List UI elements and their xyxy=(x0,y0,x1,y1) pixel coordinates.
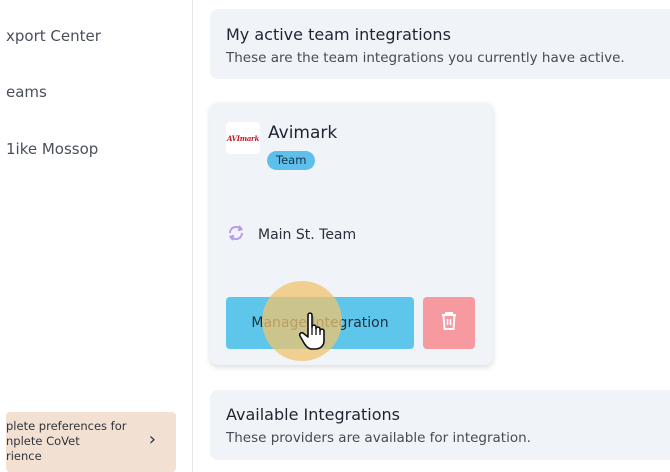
section-subtitle: These providers are available for integr… xyxy=(226,430,531,446)
banner-text-line-2: nplete CoVet xyxy=(6,434,80,448)
sidebar-item-label: 1ike Mossop xyxy=(6,140,99,158)
banner-text-line-3: rience xyxy=(6,449,42,463)
section-title: Available Integrations xyxy=(226,405,401,424)
trash-icon xyxy=(440,311,458,335)
click-highlight xyxy=(262,281,342,361)
pointer-hand-icon xyxy=(298,311,328,355)
main-content: My active team integrations These are th… xyxy=(194,0,670,472)
section-subtitle: These are the team integrations you curr… xyxy=(226,50,625,66)
sidebar-item-label: eams xyxy=(6,83,47,101)
sidebar-item-user-profile[interactable]: 1ike Mossop xyxy=(6,140,98,158)
section-title: My active team integrations xyxy=(226,25,451,44)
integration-name: Avimark xyxy=(268,123,338,143)
sidebar-edge xyxy=(0,0,6,472)
sync-team-name: Main St. Team xyxy=(258,227,357,243)
sidebar-item-label: xport Center xyxy=(6,27,101,45)
sidebar: xport Center eams 1ike Mossop plete pref… xyxy=(0,0,193,472)
active-integrations-header: My active team integrations These are th… xyxy=(210,9,670,79)
available-integrations-header: Available Integrations These providers a… xyxy=(210,390,670,460)
team-badge: Team xyxy=(267,151,316,170)
sync-icon xyxy=(226,223,246,247)
chevron-right-icon: › xyxy=(148,429,156,450)
logo-text: AVImark xyxy=(226,133,259,143)
integration-card: AVImark Avimark Team Main St. Team Manag… xyxy=(210,103,493,365)
sidebar-item-export-center[interactable]: xport Center xyxy=(6,27,101,45)
delete-integration-button[interactable] xyxy=(423,297,475,349)
sidebar-item-teams[interactable]: eams xyxy=(6,83,47,101)
sync-team-row: Main St. Team xyxy=(226,223,356,247)
complete-preferences-banner[interactable]: plete preferences for nplete CoVet rienc… xyxy=(6,412,176,472)
avimark-logo: AVImark xyxy=(226,122,260,154)
banner-text-line-1: plete preferences for xyxy=(6,419,127,433)
